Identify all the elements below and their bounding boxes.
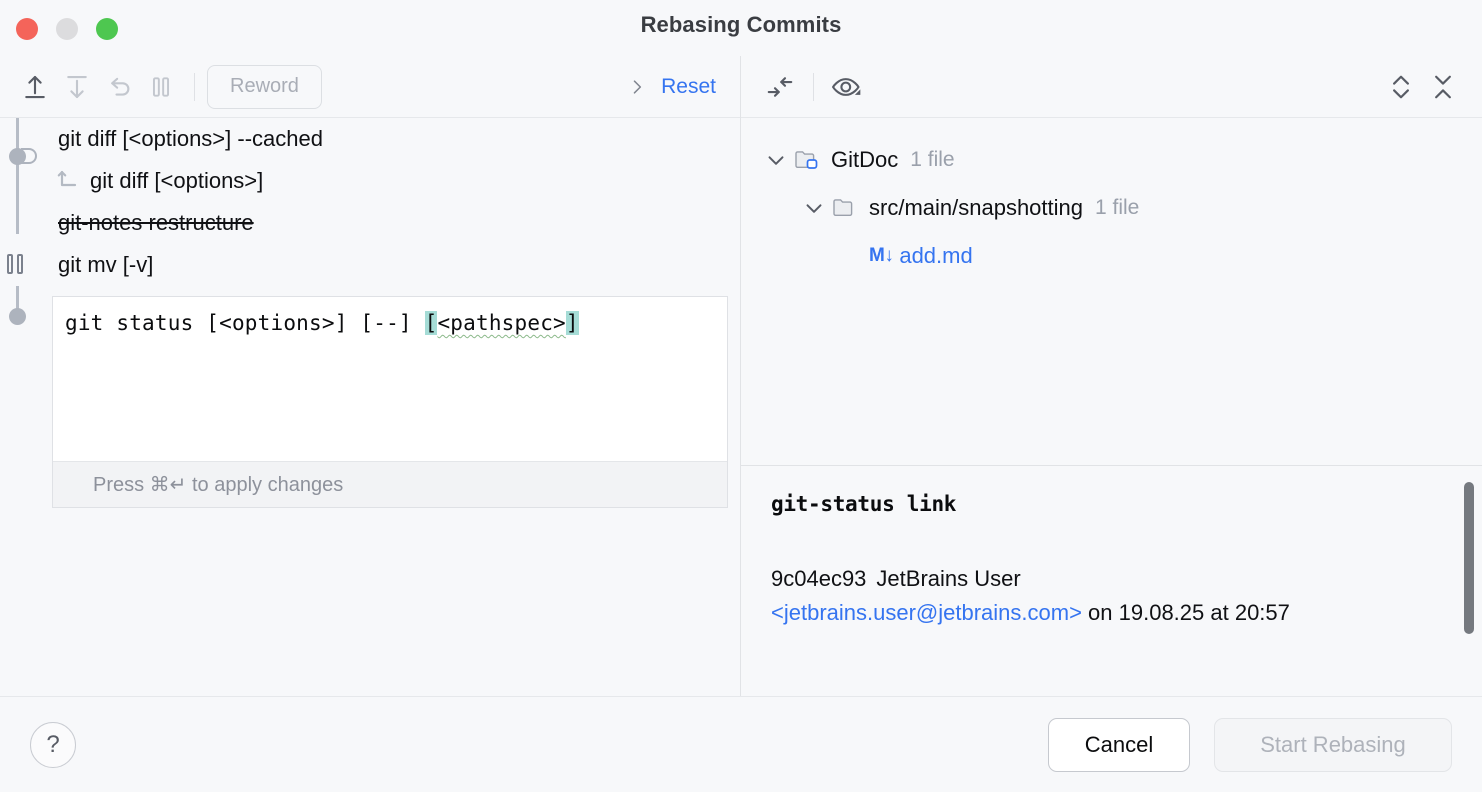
graph-pause-icon <box>7 254 23 274</box>
expand-all-icon[interactable] <box>1380 66 1422 108</box>
reset-label: Reset <box>661 74 716 98</box>
editor-open-bracket: [ <box>424 311 438 335</box>
graph-node-fixup-marker <box>21 148 37 164</box>
graph-line-lower <box>16 286 19 314</box>
help-button[interactable]: ? <box>30 721 76 768</box>
changes-toolbar <box>741 56 1482 118</box>
toolbar-divider <box>194 72 195 101</box>
dialog-footer: ? Cancel Start Rebasing <box>0 696 1482 792</box>
eye-icon[interactable] <box>826 66 868 108</box>
commit-author-email[interactable]: <jetbrains.user@jetbrains.com> <box>771 600 1082 625</box>
commit-author: JetBrains User <box>876 566 1021 591</box>
graph-node-tail <box>9 308 26 325</box>
commit-metadata: 9c04ec93 JetBrains User <jetbrains.user@j… <box>771 562 1442 630</box>
reset-button[interactable]: Reset <box>627 75 726 99</box>
stop-to-edit-icon[interactable] <box>140 66 182 108</box>
cancel-button[interactable]: Cancel <box>1048 717 1190 772</box>
editor-close-bracket: ] <box>565 311 579 335</box>
move-down-icon[interactable] <box>56 66 98 108</box>
editor-apply-hint: Press ⌘↵ to apply changes <box>53 461 727 507</box>
commit-message: git-notes restructure <box>58 210 254 235</box>
chevron-down-icon[interactable] <box>763 147 789 173</box>
dialog-body: Reword Reset <box>0 56 1482 696</box>
move-up-icon[interactable] <box>14 66 56 108</box>
reword-button[interactable]: Reword <box>207 64 322 109</box>
window-controls <box>16 18 118 40</box>
start-rebasing-button[interactable]: Start Rebasing <box>1214 717 1452 772</box>
tree-file-count: 1 file <box>910 148 955 171</box>
chevron-down-icon[interactable] <box>801 195 827 221</box>
collapse-arrows-icon[interactable] <box>759 66 801 108</box>
minimize-window-button[interactable] <box>56 18 78 40</box>
commit-hash[interactable]: 9c04ec93 <box>771 566 867 591</box>
undo-icon[interactable] <box>98 66 140 108</box>
commit-row[interactable]: git-notes restructure <box>44 202 740 244</box>
close-window-button[interactable] <box>16 18 38 40</box>
commit-list[interactable]: git diff [<options>] --cached git diff [… <box>0 118 740 696</box>
commit-message: git mv [-v] <box>58 252 154 277</box>
tree-row-module[interactable]: GitDoc 1 file <box>741 136 1482 184</box>
commit-list-pane: Reword Reset <box>0 56 741 696</box>
editor-text-area[interactable]: git status [<options>] [--] [<pathspec>] <box>53 297 727 461</box>
commit-details: git-status link 9c04ec93 JetBrains User <… <box>741 466 1482 696</box>
commit-list-toolbar: Reword Reset <box>0 56 740 118</box>
tree-label: GitDoc <box>831 147 899 172</box>
tree-label: src/main/snapshotting <box>869 195 1083 220</box>
folder-icon <box>831 195 861 221</box>
title-bar: Rebasing Commits <box>0 0 1482 56</box>
maximize-window-button[interactable] <box>96 18 118 40</box>
commit-rows: git diff [<options>] --cached git diff [… <box>44 118 740 286</box>
commit-date: on 19.08.25 at 20:57 <box>1088 600 1290 625</box>
commit-subject: git-status link <box>771 492 957 516</box>
toolbar-divider <box>813 72 814 101</box>
module-folder-icon <box>793 147 823 173</box>
details-scrollbar[interactable] <box>1464 482 1474 634</box>
tree-label: add.md <box>899 243 973 268</box>
chevron-right-icon <box>627 75 647 99</box>
tree-row-directory[interactable]: src/main/snapshotting 1 file <box>741 184 1482 232</box>
tree-file-count: 1 file <box>1095 196 1140 219</box>
collapse-all-icon[interactable] <box>1422 66 1464 108</box>
commit-row[interactable]: git diff [<options>] <box>44 160 740 202</box>
commit-message: git diff [<options>] --cached <box>58 126 323 151</box>
commit-details-pane: GitDoc 1 file src/main/snapshotting 1 fi… <box>741 56 1482 696</box>
editor-highlighted-word: <pathspec> <box>437 311 566 335</box>
commit-message-editor[interactable]: git status [<options>] [--] [<pathspec>]… <box>52 296 728 508</box>
commit-row[interactable]: git mv [-v] <box>44 244 740 286</box>
changed-files-tree[interactable]: GitDoc 1 file src/main/snapshotting 1 fi… <box>741 118 1482 466</box>
commit-message: git diff [<options>] <box>90 168 264 193</box>
commit-graph-gutter <box>0 118 40 696</box>
tree-row-file[interactable]: M↓ add.md <box>741 232 1482 280</box>
page-title: Rebasing Commits <box>640 12 842 37</box>
markdown-file-icon: M↓ <box>869 245 894 266</box>
graph-line-upper <box>16 118 19 234</box>
commit-row[interactable]: git diff [<options>] --cached <box>44 118 740 160</box>
fixup-arrow-icon <box>56 169 82 193</box>
editor-prefix-text: git status [<options>] [--] <box>65 311 425 335</box>
